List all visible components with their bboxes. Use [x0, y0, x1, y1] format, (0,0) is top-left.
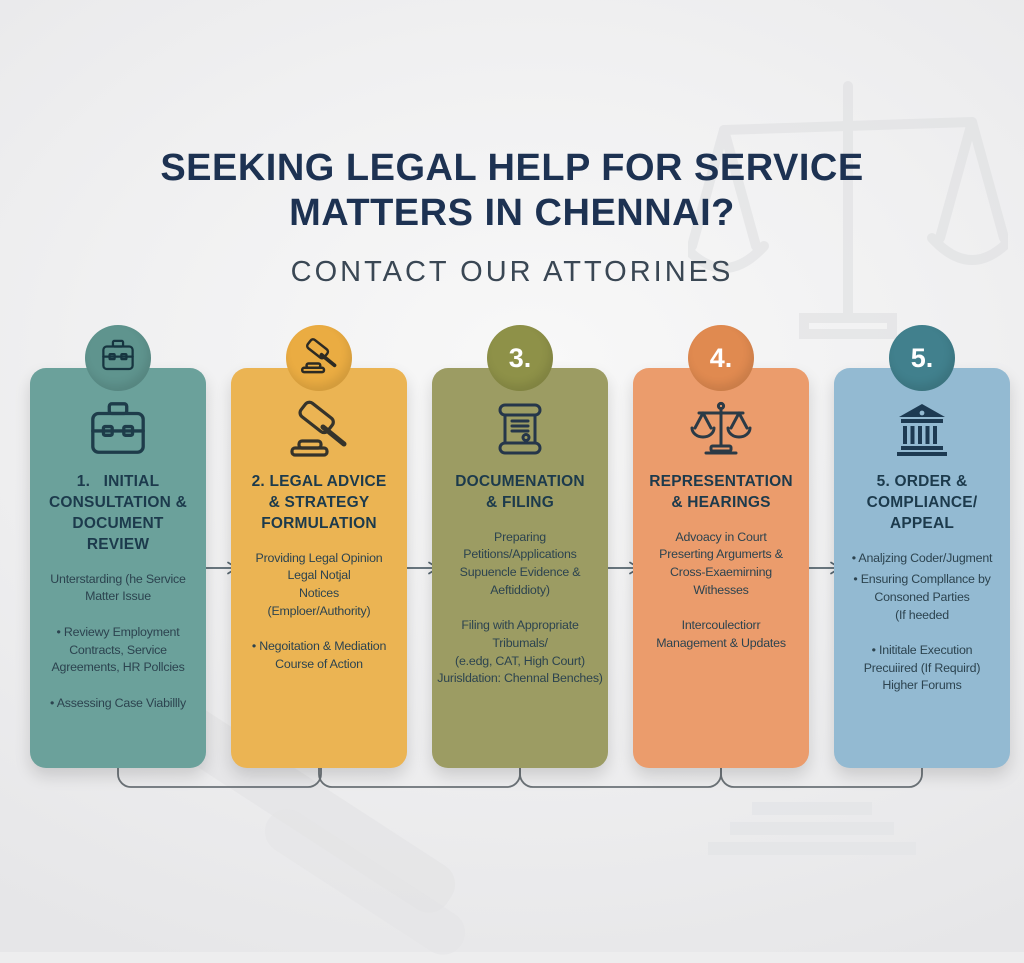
step-body: • Analjzing Coder/Jugment • Ensuring Com…	[842, 550, 1002, 695]
step-number: 4.	[709, 342, 733, 373]
step-title: 1. INITIAL CONSULTATION & DOCUMENT REVIE…	[49, 473, 187, 553]
step-badge-3: 3.	[487, 325, 553, 391]
step-badge-1	[85, 325, 151, 391]
header: SEEKING LEGAL HELP FOR SERVICE MATTERS I…	[0, 146, 1024, 289]
step-card-documentation-filing: DOCUMENATION & FILING Preparing Petition…	[432, 368, 608, 768]
step-paragraph: Preparing Petitions/Applications Supuenc…	[459, 529, 581, 597]
step-title: 5. ORDER & COMPLIANCE/ APPEAL	[866, 473, 978, 532]
step-paragraph: • Reviewy Employment Contracts, Service …	[51, 624, 185, 675]
scales-icon	[641, 398, 801, 460]
step-card-initial-consultation: 1. INITIAL CONSULTATION & DOCUMENT REVIE…	[30, 368, 206, 768]
gavel-icon	[299, 337, 339, 379]
step-paragraph: Advoacy in Court Preserting Argumerts & …	[659, 529, 783, 597]
step-paragraph: Providing Legal Opinion Legal Notjal Not…	[255, 550, 383, 618]
step-number: 5.	[910, 342, 934, 373]
page-subtitle: CONTACT OUR ATTORINES	[290, 255, 734, 288]
step-badge-4: 4.	[688, 325, 754, 391]
step-paragraph: Unterstarding (he Service Matter Issue	[50, 571, 186, 604]
watermark-steps-shape	[708, 842, 916, 855]
step-body: Preparing Petitions/Applications Supuenc…	[437, 529, 603, 688]
step-badge-2	[286, 325, 352, 391]
step-paragraph: • Ensuring Compllance by Consoned Partie…	[853, 572, 991, 622]
step-badge-5: 5.	[889, 325, 955, 391]
briefcase-icon	[100, 339, 136, 377]
step-title: REPRESENTATION & HEARINGS	[649, 473, 793, 511]
step-paragraph: • Inititale Execution Precuiired (If Req…	[863, 643, 981, 693]
step-body: Unterstarding (he Service Matter Issue •…	[38, 571, 198, 713]
watermark-steps-shape	[752, 802, 872, 815]
step-paragraph: Filing with Appropriate Tribumals/ (e.ed…	[437, 618, 603, 686]
step-title: DOCUMENATION & FILING	[455, 473, 585, 511]
courthouse-icon	[842, 398, 1002, 460]
briefcase-icon	[38, 398, 198, 460]
step-paragraph: • Negoitation & Mediation Course of Acti…	[251, 639, 387, 671]
watermark-steps-shape	[730, 822, 894, 835]
step-card-order-compliance-appeal: 5. ORDER & COMPLIANCE/ APPEAL • Analjzin…	[834, 368, 1010, 768]
gavel-icon	[239, 398, 399, 460]
step-card-representation-hearings: REPRESENTATION & HEARINGS Advoacy in Cou…	[633, 368, 809, 768]
step-body: Advoacy in Court Preserting Argumerts & …	[641, 529, 801, 653]
scroll-document-icon	[440, 398, 600, 460]
step-card-legal-advice: 2. LEGAL ADVICE & STRATEGY FORMULATION P…	[231, 368, 407, 768]
step-paragraph: • Analjzing Coder/Jugment	[851, 550, 993, 565]
step-title: 2. LEGAL ADVICE & STRATEGY FORMULATION	[251, 473, 387, 532]
step-number: 3.	[508, 342, 532, 373]
connector-lines	[117, 766, 923, 788]
step-paragraph: Intercoulectiorr Management & Updates	[656, 618, 786, 650]
step-body: Providing Legal Opinion Legal Notjal Not…	[239, 550, 399, 674]
watermark-scales-icon	[688, 81, 1008, 339]
page-title: SEEKING LEGAL HELP FOR SERVICE MATTERS I…	[160, 147, 864, 234]
step-paragraph: • Assessing Case Viabillly	[50, 695, 186, 710]
